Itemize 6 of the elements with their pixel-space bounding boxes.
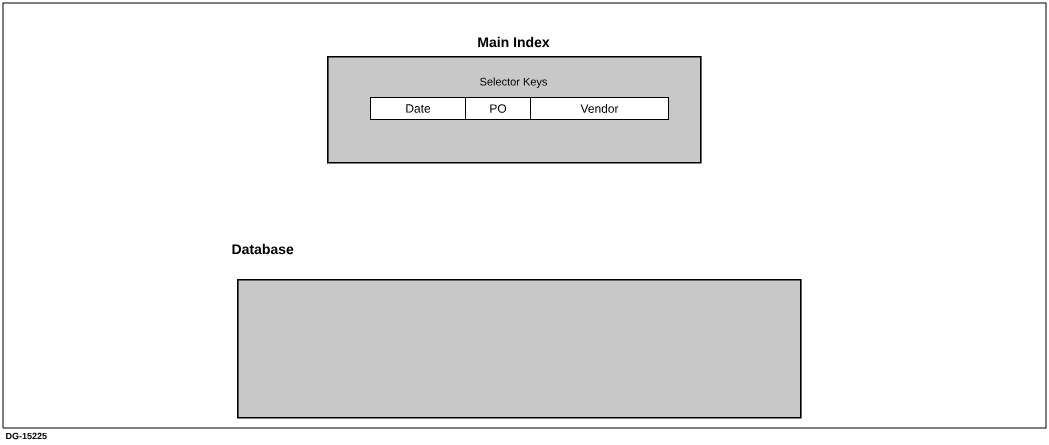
figure-number: DG-15225 xyxy=(6,432,47,440)
database-box: Database xyxy=(232,243,802,419)
node-label: Database xyxy=(232,243,294,255)
key-field: PO xyxy=(465,97,531,120)
key-field: Date xyxy=(370,97,466,120)
node-label: Main Index xyxy=(478,36,550,48)
